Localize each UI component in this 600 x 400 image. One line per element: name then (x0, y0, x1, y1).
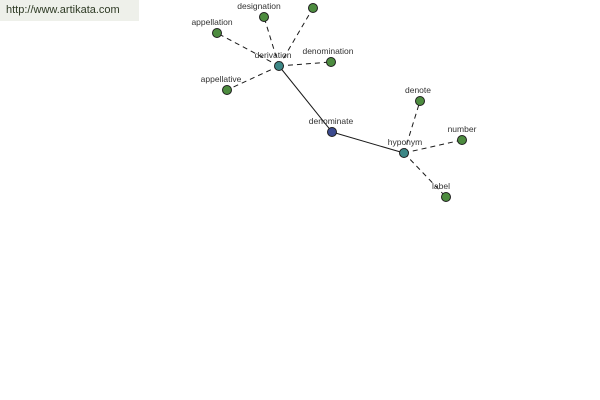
node-label-number[interactable]: number (448, 124, 477, 134)
source-url-link[interactable]: http://www.artikata.com (0, 0, 139, 21)
node-denominate[interactable] (327, 127, 337, 137)
edge-derivation-appellation (216, 32, 280, 67)
node-label-appellation[interactable]: appellation (191, 17, 232, 27)
node-label-hyponym[interactable]: hyponym (388, 137, 423, 147)
node-number[interactable] (457, 135, 467, 145)
edge-denominate-hyponym (331, 131, 405, 154)
edge-derivation-denomination (278, 61, 332, 67)
node-appellation[interactable] (212, 28, 222, 38)
edge-hyponym-number (403, 139, 463, 154)
edge-hyponym-denote (403, 100, 421, 154)
graph-labels: denominate derivation hyponym designation ap… (191, 1, 476, 191)
node-denomination[interactable] (326, 57, 336, 67)
edge-derivation-unlabeled (278, 7, 314, 67)
node-label-appellative[interactable]: appellative (201, 74, 242, 84)
graph-nodes (212, 3, 467, 202)
node-label-designation[interactable]: designation (237, 1, 281, 11)
node-label-denomination[interactable]: denomination (302, 46, 353, 56)
graph-edges (216, 7, 463, 198)
node-label-derivation[interactable]: derivation (255, 50, 292, 60)
node-label[interactable] (441, 192, 451, 202)
node-designation[interactable] (259, 12, 269, 22)
node-label-label[interactable]: label (432, 181, 450, 191)
edge-hyponym-label (403, 152, 447, 198)
node-unlabeled[interactable] (308, 3, 318, 13)
node-label-denominate[interactable]: denominate (309, 116, 354, 126)
node-denote[interactable] (415, 96, 425, 106)
edge-derivation-appellative (226, 65, 280, 91)
node-hyponym[interactable] (399, 148, 409, 158)
node-derivation[interactable] (274, 61, 284, 71)
node-label-denote[interactable]: denote (405, 85, 431, 95)
node-appellative[interactable] (222, 85, 232, 95)
edge-derivation-denominate (278, 65, 333, 133)
